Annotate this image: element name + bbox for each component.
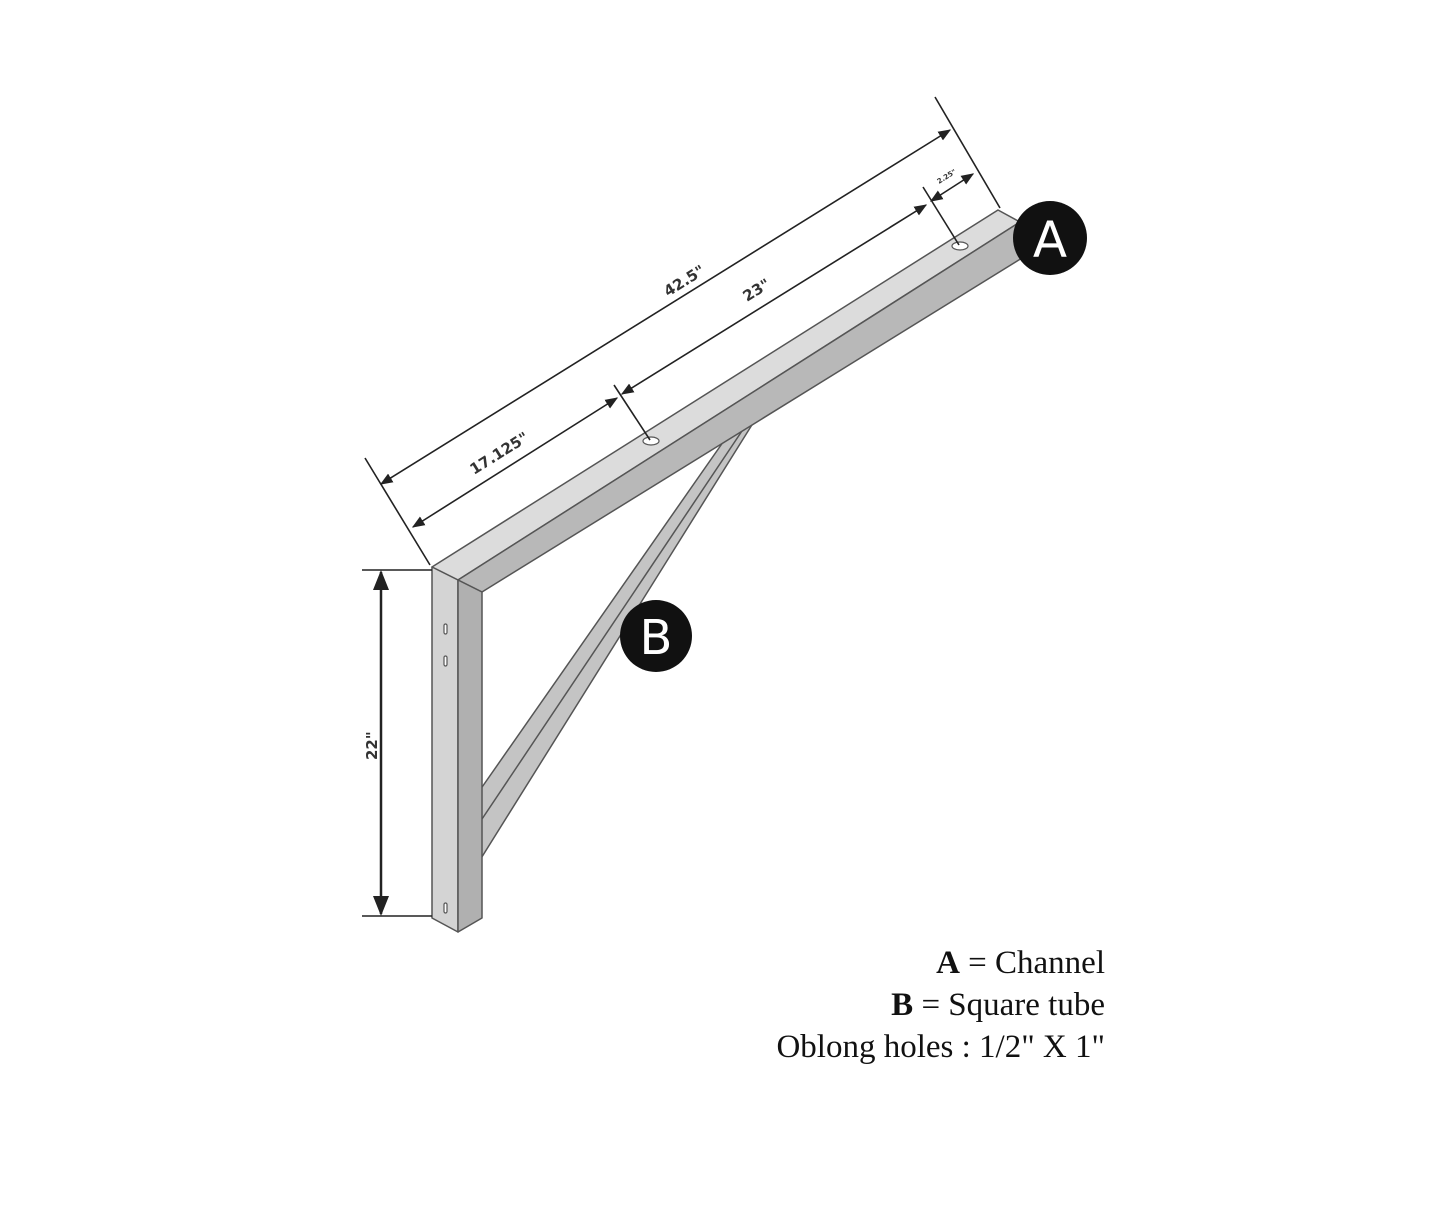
legend-oblong-holes: Oblong holes : 1/2" X 1" [776, 1029, 1105, 1066]
legend-square-tube: B = Square tube [891, 987, 1105, 1024]
dim-post-height: 22" [363, 731, 381, 760]
dimension-lines [362, 96, 1001, 917]
callout-a: A [1013, 201, 1087, 275]
post-front [431, 566, 459, 933]
legend-text: = Channel [959, 945, 1105, 981]
legend-key: B [891, 987, 914, 1023]
callout-b: B [620, 600, 692, 672]
dim-first-hole: 17.125" [467, 428, 532, 478]
channel-arm-top [431, 209, 1021, 581]
svg-text:B: B [640, 610, 673, 666]
legend-channel: A = Channel [936, 945, 1105, 982]
legend-text: Oblong holes : 1/2" X 1" [776, 1029, 1105, 1065]
channel-arm-side [457, 221, 1023, 593]
dim-end-offset: 2.25" [936, 168, 958, 186]
dim-hole-spacing: 23" [740, 275, 774, 305]
legend-key: A [936, 945, 960, 981]
bracket-body [431, 209, 1023, 933]
post-side [457, 579, 483, 933]
svg-text:A: A [1033, 211, 1067, 269]
legend-text: = Square tube [913, 987, 1105, 1023]
